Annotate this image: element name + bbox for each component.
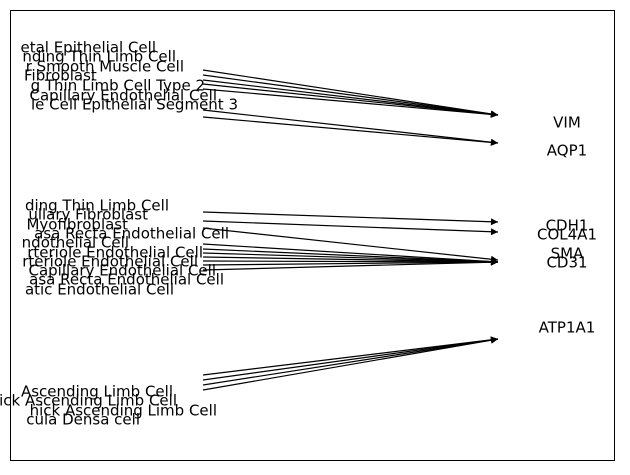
source-label: r Smooth Muscle Cell — [26, 58, 184, 76]
source-label: Capillary Endothelial Cell — [29, 262, 217, 280]
source-label: asa Recta Endothelial Cell — [29, 271, 224, 289]
source-label: Fibroblast — [24, 67, 97, 85]
source-label: nding Thin Limb Cell — [22, 48, 176, 66]
connection-arrow — [202, 79, 499, 118]
source-label: Ascending Limb Cell — [21, 383, 173, 401]
target-label-cd31: CD31 — [546, 254, 587, 272]
connection-arrow — [202, 258, 499, 271]
source-label: etal Epithelial Cell — [20, 39, 156, 57]
source-label: hick Ascending Limb Cell — [30, 402, 217, 420]
connection-arrow — [202, 256, 499, 266]
plot-frame — [10, 10, 615, 461]
source-label: Capillary Endothelial Cell — [30, 87, 218, 105]
connection-arrow — [202, 243, 499, 266]
connection-arrow — [202, 336, 499, 376]
source-label: ick Ascending Limb Cell — [0, 392, 177, 410]
source-label: ullary Fibroblast — [28, 206, 148, 224]
connection-arrow — [202, 116, 499, 146]
arrow-layer — [202, 69, 499, 391]
connection-arrow — [202, 258, 499, 266]
source-label: rteriole Endothelial Cell — [27, 244, 203, 262]
source-label: ding Thin Limb Cell — [25, 197, 169, 215]
connection-arrow — [202, 252, 499, 266]
target-label-col4a1: COL4A1 — [537, 226, 597, 244]
connection-arrow — [202, 109, 499, 146]
connection-arrow — [202, 258, 499, 266]
connection-arrow — [202, 336, 499, 381]
target-label-sma: SMA — [551, 245, 584, 263]
target-label-vim: VIM — [553, 114, 581, 132]
connection-arrow — [202, 69, 499, 118]
source-label: g Thin Limb Cell Type 2 — [31, 77, 205, 95]
connection-arrow — [202, 88, 499, 118]
source-label: asa Recta Endothelial Cell — [34, 225, 229, 243]
source-label: ndothelial Cell — [22, 234, 129, 252]
source-label: le Cell Epithelial Segment 3 — [31, 96, 238, 114]
connection-arrow — [202, 220, 499, 236]
source-label: rteriole Endothelial Cell — [22, 253, 198, 271]
connection-arrow — [202, 211, 499, 226]
connection-arrow — [202, 248, 499, 266]
source-label: cula Densa cell — [26, 411, 140, 429]
target-label-aqp1: AQP1 — [547, 142, 587, 160]
source-label: atic Endothelial Cell — [25, 281, 174, 299]
connection-arrow — [202, 336, 499, 391]
target-label-cdh1: CDH1 — [546, 217, 589, 235]
connection-arrow — [202, 74, 499, 118]
connection-arrow — [202, 227, 499, 263]
connection-arrow — [202, 83, 499, 118]
source-label: Myofibroblast — [26, 216, 128, 234]
connection-arrow — [202, 336, 499, 386]
target-label-atp1a1: ATP1A1 — [539, 319, 596, 337]
